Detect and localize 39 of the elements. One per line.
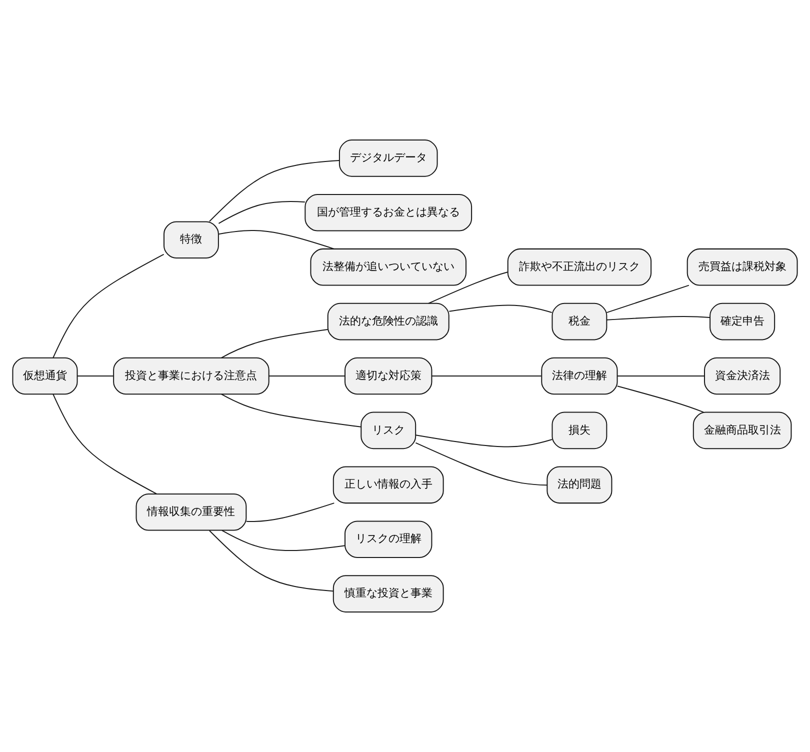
node-box: 特徴 (163, 221, 219, 259)
connector (52, 394, 157, 494)
connector (218, 230, 334, 250)
node-box: 情報収集の重要性 (136, 493, 247, 531)
node-box: 慎重な投資と事業 (332, 575, 444, 612)
connector (209, 160, 340, 222)
connector (246, 502, 334, 522)
node-box: 詐欺や不正流出のリスク (507, 248, 652, 286)
connector (52, 254, 164, 358)
connector (606, 316, 710, 320)
connector (218, 200, 305, 224)
node-box: 投資と事業における注意点 (113, 357, 270, 395)
connector (221, 329, 328, 358)
connector (617, 386, 704, 413)
connector (415, 442, 547, 486)
node-box: 法整備が追いついていない (310, 248, 467, 286)
node-box: リスクの理解 (344, 520, 432, 558)
connector (428, 272, 508, 304)
node-box: 法的問題 (546, 466, 612, 504)
connector (449, 304, 552, 313)
node-box: 法的な危険性の認識 (327, 302, 450, 340)
connector (222, 530, 346, 552)
node-box: 売買益は課税対象 (686, 248, 798, 286)
connector (221, 394, 362, 428)
node-box: 国が管理するお金とは異なる (304, 194, 472, 232)
node-box: 税金 (552, 302, 608, 340)
node-box: 金融商品取引法 (692, 412, 792, 450)
connector (209, 530, 334, 592)
node-box: 適切な対応策 (344, 357, 432, 395)
node-box: 損失 (552, 412, 608, 450)
node-box: 確定申告 (710, 302, 776, 340)
node-box: 正しい情報の入手 (332, 466, 444, 504)
node-box: 資金決済法 (704, 357, 781, 395)
node-box: 法律の理解 (541, 357, 618, 395)
node-box: 仮想通貨 (12, 357, 78, 395)
connector (606, 284, 690, 314)
node-box: デジタルデータ (338, 140, 438, 177)
connector (416, 434, 552, 448)
node-box: リスク (360, 412, 416, 450)
